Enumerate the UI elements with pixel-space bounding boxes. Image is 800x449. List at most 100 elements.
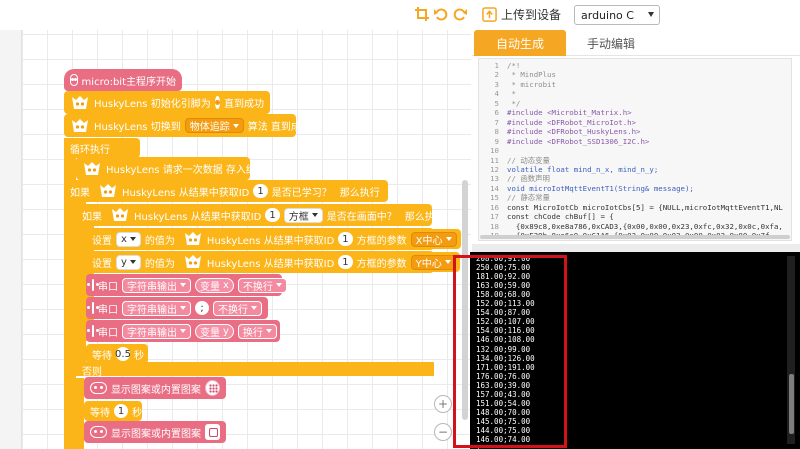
set-label: 设置 — [92, 258, 112, 270]
frame-type-dropdown[interactable]: 方框 — [283, 207, 323, 223]
frame-type-value: 方框 — [288, 211, 309, 223]
panel-splitter[interactable] — [472, 244, 800, 252]
crop-icon[interactable] — [414, 6, 430, 22]
newline-dropdown[interactable]: 不换行 — [213, 300, 262, 316]
if2-prefix-label: HuskyLens 从结果中获取ID — [134, 211, 262, 223]
serial-line: 154.00;116.00 — [476, 326, 535, 336]
serial-scrollbar-track[interactable] — [787, 256, 795, 444]
variable-dropdown[interactable]: y — [116, 254, 141, 270]
zoom-out-button[interactable]: − — [434, 423, 452, 441]
led-pattern-icon[interactable] — [205, 424, 220, 440]
param-value: Y中心 — [415, 258, 442, 270]
serial-line: 154.00;87.00 — [476, 308, 531, 318]
id-input[interactable]: 1 — [265, 208, 280, 222]
show-pattern-block-2[interactable]: 显示图案或内置图案 — [84, 421, 226, 443]
code-horizontal-scrollbar[interactable] — [480, 235, 790, 239]
learned-condition[interactable]: HuskyLens 从结果中获取ID 1 是否已学习？ — [94, 181, 336, 201]
code-text: * MindPlus — [507, 70, 556, 80]
zoom-in-button[interactable]: + — [434, 395, 452, 413]
serial-line: 152.00;113.00 — [476, 299, 535, 309]
line-number: 2 — [494, 70, 499, 80]
led-pattern-icon[interactable] — [204, 380, 220, 396]
loop-label: 循环执行 — [70, 144, 110, 156]
if-label: 如果 — [82, 211, 102, 223]
set-x-block[interactable]: 设置 x 的值为 HuskyLens 从结果中获取ID 1 方框的参数 X中心 — [86, 228, 461, 250]
id-input[interactable]: 1 — [253, 184, 268, 198]
param-dropdown[interactable]: Y中心 — [410, 254, 456, 270]
forever-loop-block[interactable]: 循环执行 — [64, 138, 140, 158]
seconds-input[interactable]: 1 — [114, 404, 128, 418]
serial-print-separator-block[interactable]: 串口 字符串输出 ; 不换行 — [86, 297, 268, 319]
seconds-input[interactable]: 0.5 — [115, 347, 131, 361]
tab-manual-edit[interactable]: 手动编辑 — [586, 36, 635, 51]
newline-dropdown[interactable]: 换行 — [237, 323, 277, 339]
chevron-down-icon — [129, 237, 136, 241]
microbit-main-hat-block[interactable]: micro:bit主程序开始 — [64, 69, 182, 91]
code-tabs: 自动生成 手动编辑 — [472, 30, 800, 56]
x-center-reporter[interactable]: HuskyLens 从结果中获取ID 1 方框的参数 X中心 — [178, 229, 461, 249]
microbit-icon — [90, 382, 107, 394]
code-line: 1 /*! — [479, 61, 791, 71]
id-input[interactable]: 1 — [338, 255, 353, 269]
param-dropdown[interactable]: X中心 — [410, 231, 457, 247]
y-center-reporter[interactable]: HuskyLens 从结果中获取ID 1 方框的参数 Y中心 — [178, 252, 460, 272]
code-text: /*! — [507, 61, 521, 70]
algorithm-dropdown[interactable]: 物体追踪 — [184, 118, 244, 133]
code-text: // 静态常量 — [507, 193, 550, 203]
string-input[interactable]: ; — [195, 301, 209, 315]
if-learned-block[interactable]: 如果 HuskyLens 从结果中获取ID 1 是否已学习？ 那么执行 — [64, 180, 388, 202]
highlight-annotation — [453, 255, 567, 448]
serial-label: 串口 — [98, 304, 118, 316]
set-y-block[interactable]: 设置 y 的值为 HuskyLens 从结果中获取ID 1 方框的参数 Y中心 — [86, 251, 460, 273]
serial-mode-dropdown[interactable]: 字符串输出 — [122, 323, 191, 339]
wait-block[interactable]: 等待 0.5 秒 — [86, 344, 148, 364]
init-prefix-label: HuskyLens 初始化引脚为 — [94, 99, 211, 110]
huskylens-request-block[interactable]: HuskyLens 请求一次数据 存入结果 — [76, 157, 266, 180]
variable-dropdown[interactable]: x — [116, 231, 141, 247]
else-block-arm — [76, 378, 84, 449]
hat-label: micro:bit主程序开始 — [81, 76, 176, 88]
line-number: 11 — [490, 155, 499, 165]
variable-value: x — [121, 233, 127, 245]
redo-icon[interactable] — [452, 6, 468, 22]
if2-block-arm — [76, 206, 84, 366]
show-pattern-block[interactable]: 显示图案或内置图案 — [84, 377, 226, 399]
if1-suffix-label: 是否已学习？ — [271, 187, 332, 199]
serial-line: 163.00;39.00 — [476, 380, 531, 390]
if-block-arm — [64, 178, 72, 449]
code-line: 7#include <DFRobot_MicroIot.h> — [479, 118, 791, 128]
upload-to-device-button[interactable]: 上传到设备 — [482, 4, 561, 24]
else-label-block[interactable]: 否则 — [76, 362, 120, 378]
chevron-down-icon — [444, 260, 451, 264]
huskylens-switch-algorithm-block[interactable]: HuskyLens 切换到 物体追踪 算法 直到成功 — [64, 114, 311, 137]
wait-block-2[interactable]: 等待 1 秒 — [84, 401, 142, 421]
serial-mode-dropdown[interactable]: 字符串输出 — [122, 300, 191, 316]
workspace-scrollbar[interactable] — [462, 180, 468, 420]
serial-mode-dropdown[interactable]: 字符串输出 — [122, 277, 191, 293]
in-frame-condition[interactable]: HuskyLens 从结果中获取ID 1 方框 是否在画面中？ — [106, 205, 401, 225]
huskylens-icon — [70, 116, 90, 136]
if-in-frame-block[interactable]: 如果 HuskyLens 从结果中获取ID 1 方框 是否在画面中？ 那么执行 — [76, 204, 445, 226]
gear-icon[interactable] — [214, 96, 220, 109]
line-number: 1 — [494, 61, 499, 70]
board-select[interactable]: arduino C — [574, 5, 660, 25]
tab-auto-generate[interactable]: 自动生成 — [474, 30, 566, 56]
serial-line: 163.00;59.00 — [476, 281, 531, 291]
newline-dropdown[interactable]: 不换行 — [237, 277, 287, 293]
serial-scrollbar-thumb[interactable] — [789, 374, 794, 434]
undo-icon[interactable] — [433, 6, 449, 22]
huskylens-init-block[interactable]: HuskyLens 初始化引脚为 直到成功 — [64, 91, 270, 114]
serial-line: 157.00;43.00 — [476, 389, 531, 399]
id-input[interactable]: 1 — [338, 232, 353, 246]
variable-prefix: 变量 — [200, 281, 220, 293]
upload-icon — [482, 6, 497, 22]
microbit-icon — [87, 302, 99, 314]
